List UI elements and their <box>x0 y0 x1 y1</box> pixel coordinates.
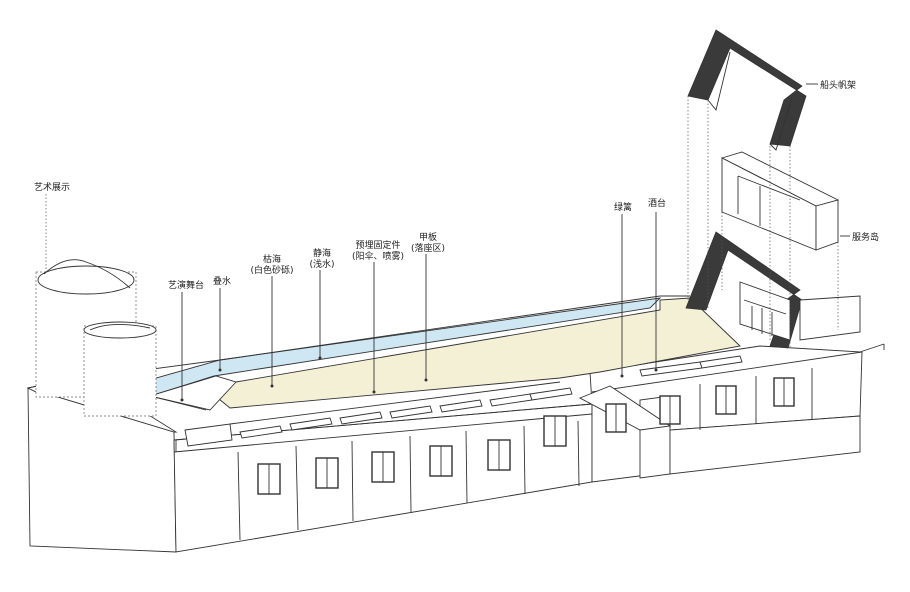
facade-windows <box>257 415 567 495</box>
label-deck: 甲板 <box>419 231 437 243</box>
bow-sail-frame-installed <box>685 231 861 349</box>
labels: 艺术展示 艺演舞台 叠水 枯海 (白色砂砾) 静海 (浅水) 预埋固定件 (阳伞… <box>34 79 879 291</box>
label-cascade-water: 叠水 <box>213 275 231 287</box>
label-still-sea-note: (浅水) <box>309 258 334 270</box>
bow-sail-frame-top <box>687 29 807 151</box>
service-island-volume <box>720 151 840 251</box>
leader-lines <box>45 83 850 400</box>
label-art-display: 艺术展示 <box>34 181 70 193</box>
label-performance-stage: 艺演舞台 <box>168 279 204 291</box>
right-wing <box>578 343 885 483</box>
art-display-volumes <box>35 259 157 417</box>
label-dry-sea: 枯海 <box>263 253 281 265</box>
label-embedded-fixture-note: (阳伞、喷雾) <box>352 250 404 262</box>
fixture-points <box>180 356 658 402</box>
label-bow-sail-frame: 船头帆架 <box>820 79 856 91</box>
label-deck-note: (落座区) <box>411 242 445 254</box>
projection-lines <box>687 96 839 348</box>
label-green-hedge: 绿篱 <box>614 201 632 213</box>
label-still-sea: 静海 <box>313 247 331 259</box>
label-dry-sea-note: (白色砂砾) <box>250 264 293 276</box>
label-service-island: 服务岛 <box>852 231 879 243</box>
dry-sea-gravel <box>148 375 237 411</box>
label-embedded-fixture: 预埋固定件 <box>355 239 400 251</box>
deck-surface <box>207 297 741 409</box>
label-bar-counter: 酒台 <box>648 197 666 209</box>
